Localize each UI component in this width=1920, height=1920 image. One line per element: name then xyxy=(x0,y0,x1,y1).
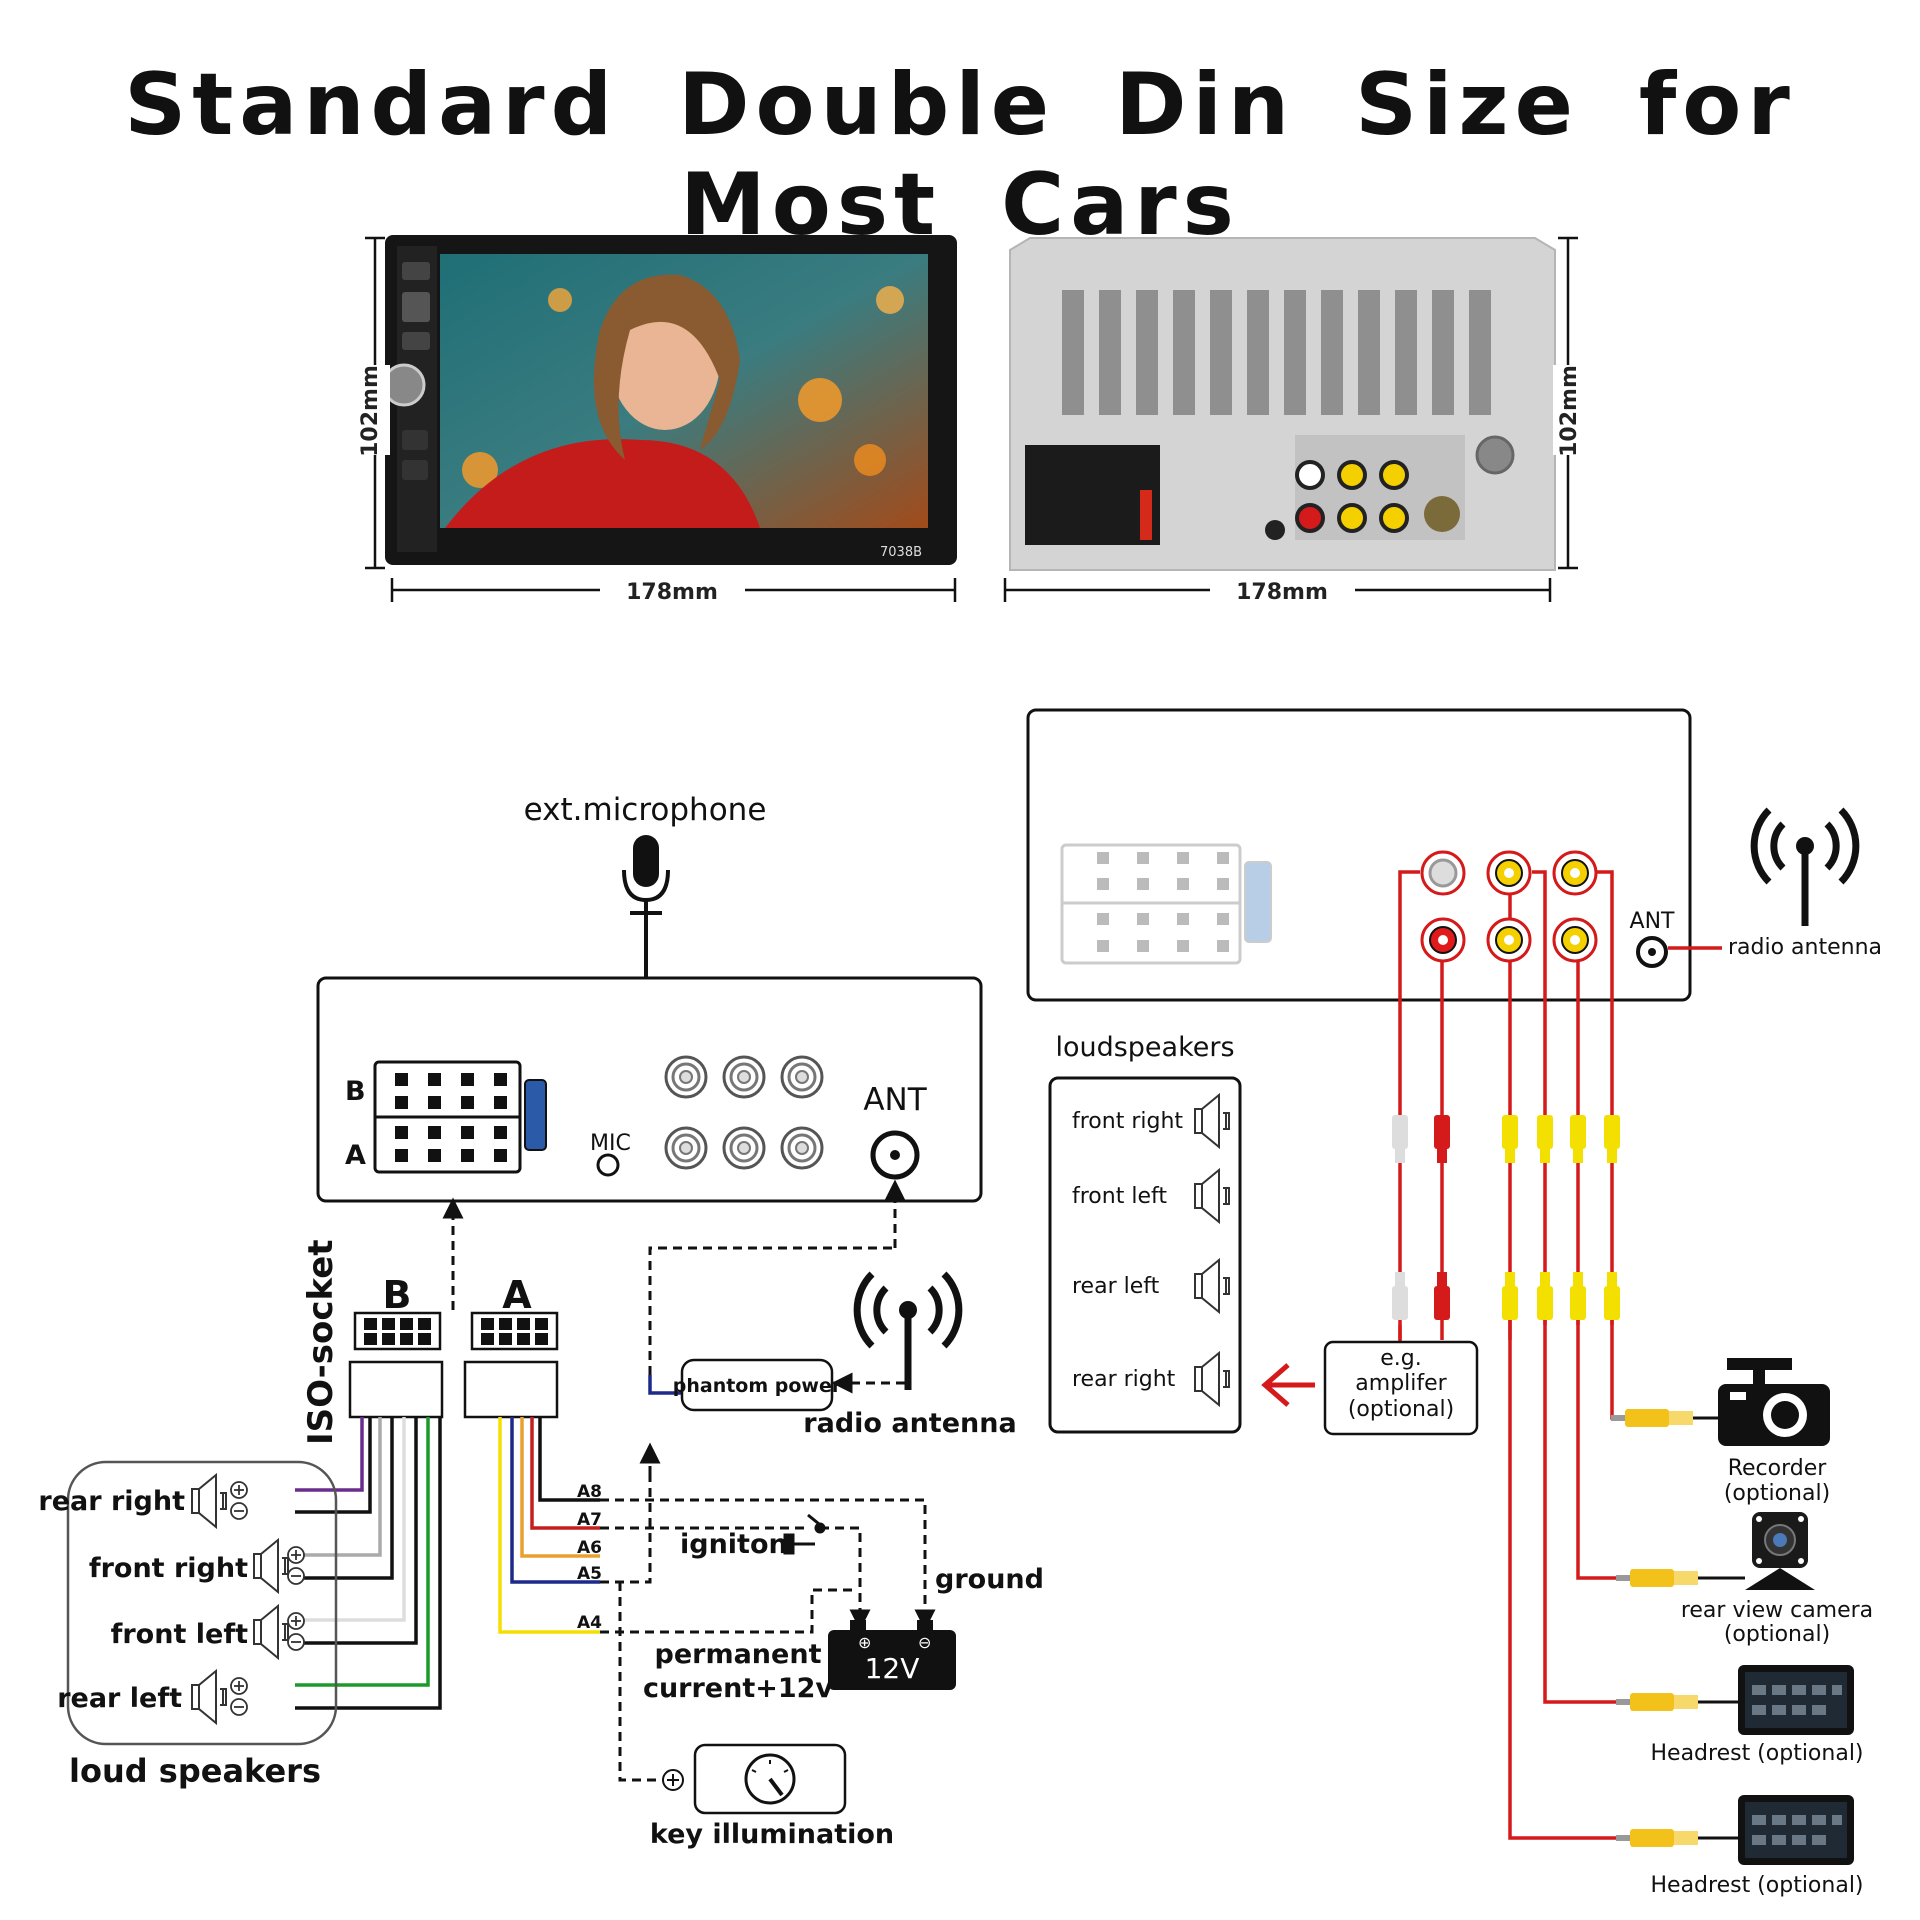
rca-plugs xyxy=(1392,1115,1620,1320)
radio-antenna-label-left: radio antenna xyxy=(803,1408,1016,1439)
rear-camera-label-1: rear view camera xyxy=(1681,1598,1873,1623)
amplifier-label-1: e.g. xyxy=(1380,1346,1422,1371)
ignition-label: igniton xyxy=(680,1529,788,1560)
svg-text:A5: A5 xyxy=(577,1564,602,1584)
rear-camera-icon xyxy=(1745,1512,1815,1590)
headrest-icon-1 xyxy=(1738,1665,1854,1735)
loud-speakers-title: loud speakers xyxy=(69,1752,321,1790)
svg-text:A6: A6 xyxy=(577,1538,602,1558)
power-wires xyxy=(498,1417,600,1634)
radio-antenna-label-right: radio antenna xyxy=(1728,935,1882,960)
loudspeakers-title-right: loudspeakers xyxy=(1055,1032,1234,1063)
ground-label: ground xyxy=(935,1564,1044,1595)
connector-a-icon xyxy=(463,1311,559,1419)
headrest-label-2: Headrest (optional) xyxy=(1650,1873,1863,1898)
speaker-front-right-label-r: front right xyxy=(1072,1109,1183,1134)
microphone-icon xyxy=(622,835,670,915)
iso-connector-icon xyxy=(373,1060,547,1174)
amplifier-box xyxy=(1323,1340,1479,1436)
key-illumination-label: key illumination xyxy=(650,1819,894,1850)
svg-text:A7: A7 xyxy=(577,1510,602,1530)
model-label: 7038B xyxy=(880,545,922,560)
rear-panel-photo xyxy=(1009,237,1556,571)
speaker-icon xyxy=(253,1539,289,1593)
connector-b-icon xyxy=(348,1311,444,1419)
rear-camera-label-2: (optional) xyxy=(1724,1622,1830,1647)
phantom-power-label: phantom power xyxy=(673,1375,842,1397)
speaker-icon xyxy=(191,1474,227,1528)
front-width-label: 178mm xyxy=(626,580,718,605)
mic-port-icon xyxy=(596,1153,620,1177)
svg-text:A8: A8 xyxy=(577,1482,602,1502)
headrest-label-1: Headrest (optional) xyxy=(1650,1741,1863,1766)
recorder-icon xyxy=(1718,1358,1830,1446)
circuit-dashed-lines xyxy=(600,1498,927,1782)
loudspeakers-box xyxy=(1048,1076,1242,1434)
speaker-rear-left-label: rear left xyxy=(57,1683,182,1714)
speaker-icon xyxy=(253,1605,289,1659)
connector-b-label: B xyxy=(383,1273,412,1317)
page-title: Standard Double Din Size for Most Cars xyxy=(124,55,1796,255)
iso-row-a-label: A xyxy=(345,1140,366,1171)
radio-antenna-icon-right xyxy=(1754,810,1856,926)
svg-text:⊕: ⊕ xyxy=(858,1633,871,1652)
loudspeakers-list-right: front right front left rear left rear ri… xyxy=(1072,1094,1230,1406)
radio-antenna-icon-left xyxy=(857,1274,959,1390)
loud-speakers-group xyxy=(66,1460,338,1746)
permanent-label-2: current+12v xyxy=(643,1673,833,1704)
ignition-switch-icon xyxy=(783,1513,826,1555)
iso-connector-gray-icon xyxy=(1060,843,1272,965)
iso-socket-label: ISO-socket xyxy=(301,1239,341,1445)
connector-a-label: A xyxy=(502,1273,532,1317)
loud-speakers-list: rear right front right front left rear l… xyxy=(38,1474,305,1724)
svg-text:A4: A4 xyxy=(577,1613,602,1633)
gauge-icon xyxy=(744,1753,796,1805)
ant-port-label: ANT xyxy=(863,1082,927,1118)
amplifier-label-2: amplifer xyxy=(1355,1371,1447,1396)
speaker-front-left-label: front left xyxy=(111,1619,248,1650)
rear-height-label: 102mm xyxy=(1557,365,1582,457)
permanent-label-1: permanent xyxy=(655,1639,822,1670)
speaker-wires xyxy=(295,1417,442,1710)
rca-jacks-right xyxy=(1420,850,1598,963)
iso-row-b-label: B xyxy=(345,1076,366,1107)
svg-text:⊖: ⊖ xyxy=(918,1633,931,1652)
speaker-rear-right-label: rear right xyxy=(38,1486,185,1517)
recorder-label-2: (optional) xyxy=(1724,1481,1830,1506)
svg-text:12V: 12V xyxy=(865,1652,920,1685)
arrow-left-icon xyxy=(1261,1363,1315,1407)
speaker-icon xyxy=(191,1670,227,1724)
ant-port-label-right: ANT xyxy=(1630,909,1676,934)
speaker-rear-right-label-r: rear right xyxy=(1072,1367,1176,1392)
mic-port-label: MIC xyxy=(590,1131,631,1156)
speaker-rear-left-label-r: rear left xyxy=(1072,1274,1160,1299)
recorder-label-1: Recorder xyxy=(1728,1456,1828,1481)
amplifier-label-3: (optional) xyxy=(1348,1397,1454,1422)
front-panel-photo: 7038B xyxy=(382,235,957,565)
speaker-front-left-label-r: front left xyxy=(1072,1184,1167,1209)
front-height-label: 102mm xyxy=(358,365,383,457)
rear-width-label: 178mm xyxy=(1236,580,1328,605)
pin-labels: A8 A7 A6 A5 A4 xyxy=(577,1482,602,1633)
headrest-icon-2 xyxy=(1738,1795,1854,1865)
speaker-front-right-label: front right xyxy=(89,1553,248,1584)
battery-icon: ⊕ ⊖ 12V xyxy=(828,1620,956,1690)
ext-microphone-label: ext.microphone xyxy=(524,792,767,828)
